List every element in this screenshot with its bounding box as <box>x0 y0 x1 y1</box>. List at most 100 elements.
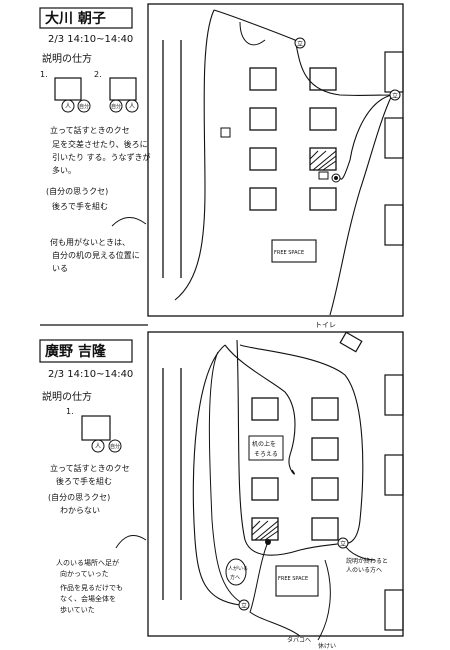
wall-panel <box>384 374 404 416</box>
movement-path <box>239 21 266 46</box>
figure-person-label: 人 <box>129 103 135 110</box>
movement-path <box>236 339 344 556</box>
standing-marker <box>294 37 306 49</box>
bottom-datetime: 2/3 14:10~14:40 <box>48 369 133 380</box>
movement-path <box>239 344 364 544</box>
person-circle <box>61 99 75 113</box>
self-circle <box>77 99 91 113</box>
top-name: 大川 朝子 <box>45 10 106 27</box>
top-num1: 1. <box>40 70 48 79</box>
free-space-box <box>275 565 319 597</box>
desk <box>249 187 277 211</box>
desk <box>249 107 277 131</box>
hatch <box>309 150 337 171</box>
top-diagram-2: 自分 人 <box>109 77 139 113</box>
movement-path <box>317 559 331 641</box>
free-space-label: FREE SPACE <box>278 576 308 582</box>
small-box <box>220 127 231 138</box>
person-circle <box>91 439 105 453</box>
top-habits-line-4: 多い。 <box>52 165 76 175</box>
desk-note-line-2: そろえる <box>254 451 278 458</box>
bottom-own-habit-label: (自分の思うクセ) <box>48 492 110 502</box>
small-box <box>318 171 329 180</box>
stop-dot <box>334 176 338 180</box>
desk <box>251 397 279 421</box>
bottom-habits-line-2: 後ろで手を組む <box>56 476 112 486</box>
desk-square <box>81 415 111 441</box>
desk <box>249 67 277 91</box>
movement-path <box>174 9 215 301</box>
bottom-note-line-3: 作品を見るだけでも <box>60 583 123 592</box>
toilet-label: トイレ <box>315 321 336 329</box>
top-name-box <box>39 7 133 29</box>
movement-path <box>208 351 243 604</box>
desk <box>311 437 339 461</box>
desk <box>251 477 279 501</box>
movement-path <box>329 94 393 316</box>
tabako-label: タバコへ <box>287 636 311 644</box>
bottom-habits-line-1: 立って話すときのクセ <box>50 463 130 473</box>
figure-self-label: 自分 <box>79 103 89 110</box>
top-own-habit-label: (自分の思うクセ) <box>46 186 108 196</box>
top-note-line-2: 自分の机の見える位置に <box>52 250 140 260</box>
free-space-box <box>271 239 317 263</box>
figure-self-label: 自分 <box>110 443 120 450</box>
stop-dot <box>265 539 271 545</box>
self-circle <box>108 439 122 453</box>
movement-path <box>249 541 301 637</box>
standing-marker <box>337 537 349 549</box>
top-datetime: 2/3 14:10~14:40 <box>48 34 133 45</box>
circle-note <box>225 558 247 586</box>
person-circle <box>125 99 139 113</box>
desk <box>309 187 337 211</box>
circle-note-line-1: 人がいる <box>228 565 248 572</box>
wall-panel <box>384 589 404 631</box>
figure-person-label: 人 <box>95 443 101 450</box>
top-diagram-1: 人 自分 <box>54 77 91 113</box>
arrow-to-room <box>115 535 147 549</box>
hatch <box>251 520 279 541</box>
free-space-label: FREE SPACE <box>274 250 304 256</box>
standing-marker <box>389 89 401 101</box>
bottom-note-line-2: 向かっていった <box>60 569 109 578</box>
arrow-to-room <box>111 217 147 227</box>
top-habits-line-1: 立って話すときのクセ <box>50 125 130 135</box>
wall-panel <box>384 204 404 246</box>
wall-panel <box>384 454 404 496</box>
movement-path <box>224 344 296 475</box>
bottom-name-box <box>39 339 133 363</box>
desk <box>311 477 339 501</box>
bottom-floor-plan: 机の上を そろえる FREE SPACE 立 立 人がいる 方へ <box>147 331 404 650</box>
desk-square <box>54 77 82 101</box>
desk <box>311 397 339 421</box>
movement-path <box>192 344 241 606</box>
corner-marker <box>339 331 363 353</box>
desk <box>249 147 277 171</box>
room-outline <box>147 3 404 317</box>
figure-self-label: 自分 <box>111 103 121 110</box>
desk <box>309 107 337 131</box>
bottom-own-habit-value: わからない <box>60 506 100 515</box>
desk <box>309 67 337 91</box>
standing-marker-label: 立 <box>297 40 303 48</box>
desk-note-box <box>248 435 284 461</box>
top-habits-line-3: 引いたり する。うなずきが <box>52 152 151 162</box>
top-floor-plan: FREE SPACE 立 立 トイレ <box>147 3 404 329</box>
bottom-num1: 1. <box>66 407 74 416</box>
desk-note-line-1: 机の上を <box>252 440 276 448</box>
top-note-line-1: 何も用がないときは、 <box>50 237 130 247</box>
movement-path <box>213 9 393 96</box>
wall-panel <box>384 51 404 93</box>
bottom-note-line-4: なく、会場全体を <box>60 594 116 603</box>
top-note-line-3: いる <box>52 264 68 273</box>
standing-marker-label: 立 <box>241 602 247 610</box>
top-habits-line-2: 足を交差させたり、後ろに <box>52 139 148 149</box>
bottom-note-line-5: 歩いていた <box>60 605 95 614</box>
standing-marker-label: 立 <box>392 92 398 100</box>
standing-marker <box>238 599 250 611</box>
top-explain-heading: 説明の仕方 <box>42 52 92 65</box>
top-num2: 2. <box>94 70 102 79</box>
explain-note-line-1: 説明が終わると <box>346 557 388 565</box>
kyukei-label: 休けい <box>318 642 336 650</box>
